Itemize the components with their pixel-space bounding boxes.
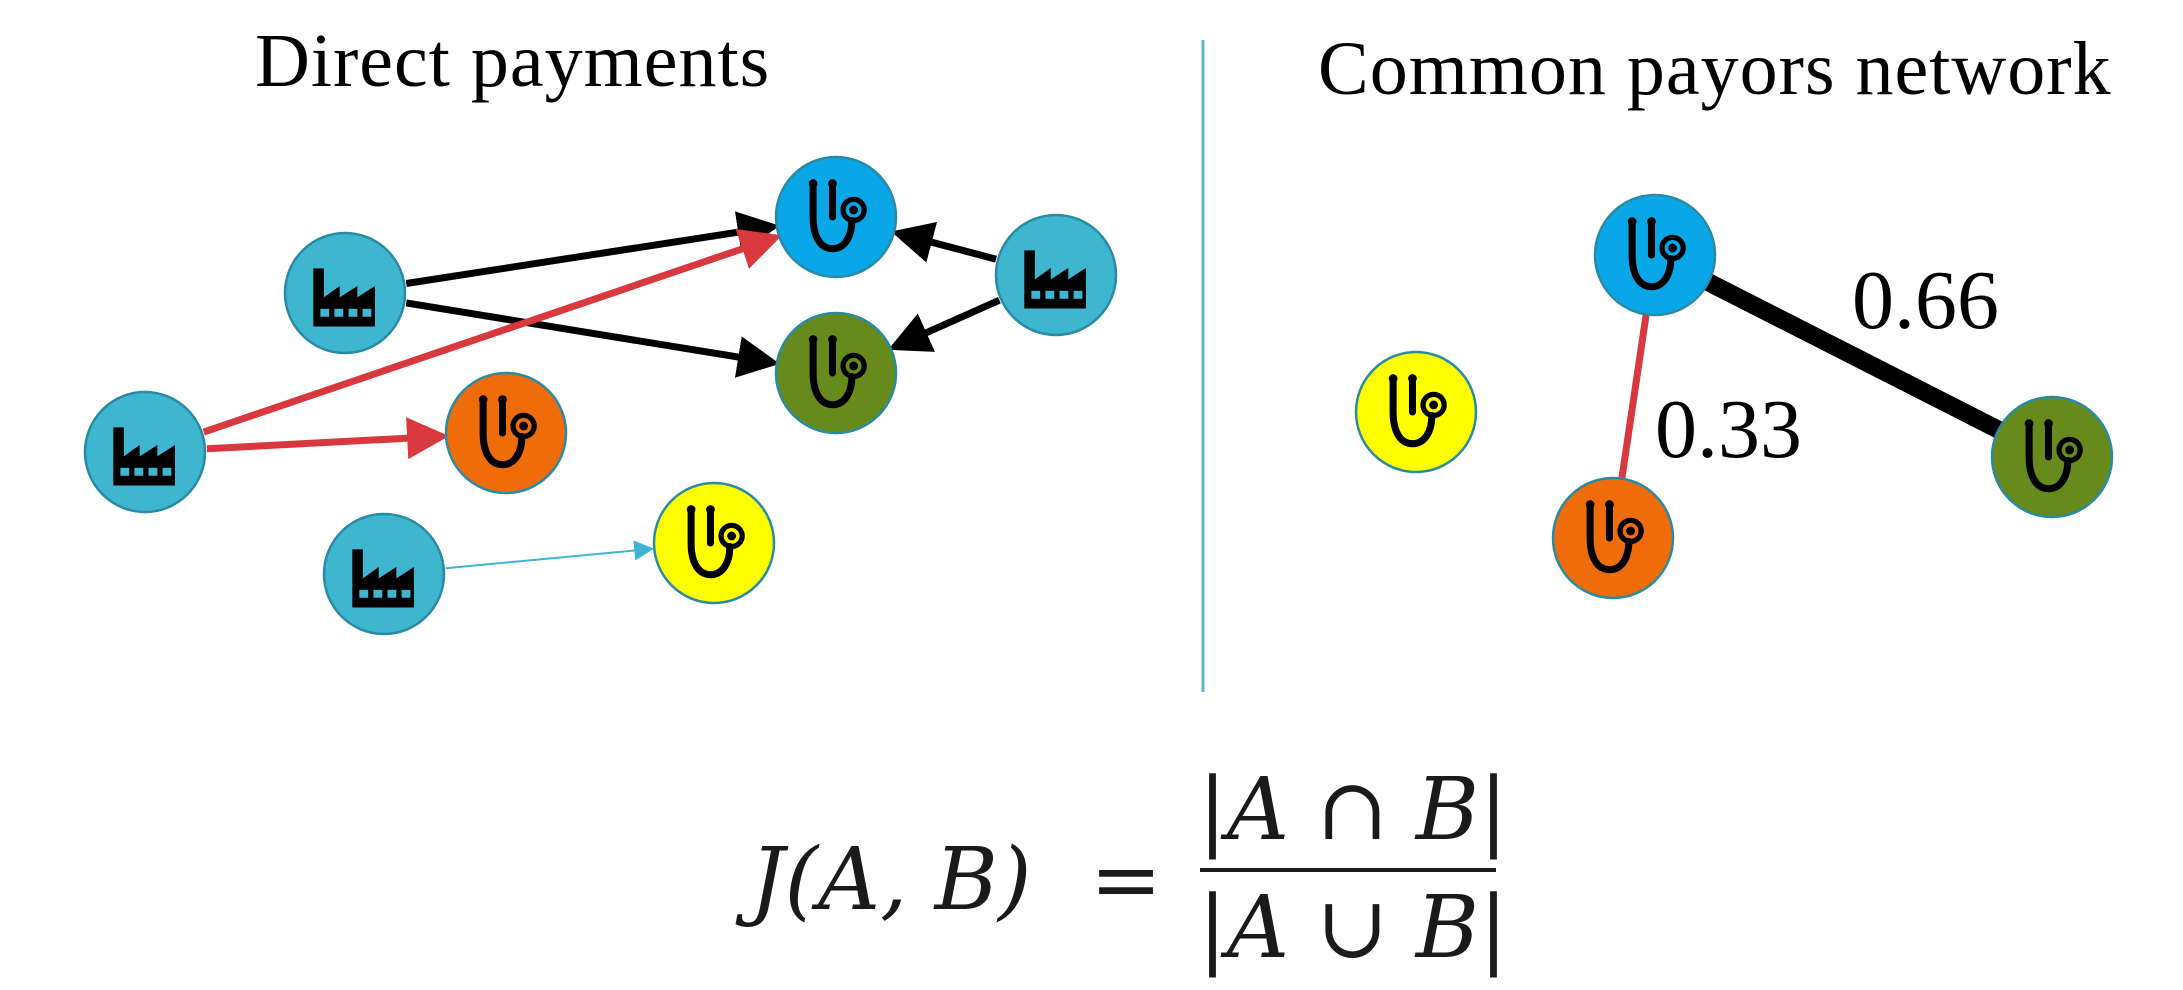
payor-node-p3: [83, 390, 207, 514]
edge-weight-label: 0.66: [1852, 254, 1999, 347]
formula-equals: =: [1090, 830, 1163, 930]
direct-payments-title: Direct payments: [255, 19, 771, 103]
formula-numerator: |A ∩ B|: [1198, 760, 1508, 860]
weighted-edge-blue-green: [1650, 246, 2057, 466]
payor-node-p1: [283, 231, 407, 355]
payor-node-p2: [994, 213, 1118, 337]
physician-node-orange: [444, 371, 568, 495]
payor-node-p4: [322, 512, 446, 636]
edges-layer: [202, 211, 2057, 570]
network-node-blue: [1593, 193, 1717, 317]
payor-node-p2-circle: [994, 213, 1118, 337]
edge-weight-label: 0.33: [1655, 383, 1802, 476]
jaccard-formula: J(A, B) = |A ∩ B| |A ∪ B|: [750, 760, 1510, 990]
formula-lhs: J(A, B): [750, 830, 1032, 930]
payment-edge-p4-yellow: [445, 540, 655, 570]
payment-edge-p2-blue: [891, 221, 997, 263]
payor-node-p4-circle: [322, 512, 446, 636]
formula-denominator: |A ∪ B|: [1198, 878, 1508, 978]
network-node-orange: [1551, 476, 1675, 600]
network-node-green: [1990, 395, 2114, 519]
nodes-layer: [83, 155, 2114, 636]
labels-layer: 0.66 0.33: [1655, 254, 1999, 476]
common-payors-network-title: Common payors network: [1318, 27, 2112, 111]
payment-edge-p1-green: [405, 299, 780, 378]
payor-node-p3-circle: [83, 390, 207, 514]
payment-edge-p1-blue: [405, 211, 780, 287]
physician-node-green: [774, 311, 898, 435]
physician-node-yellow: [652, 481, 776, 605]
network-node-yellow: [1354, 350, 1478, 474]
physician-node-blue: [774, 155, 898, 279]
fraction-bar: [1200, 868, 1496, 872]
payment-edge-p3-blue: [202, 228, 783, 436]
payor-node-p1-circle: [283, 231, 407, 355]
payment-edge-p2-green: [888, 297, 1001, 352]
payment-edge-p3-orange: [206, 417, 450, 460]
